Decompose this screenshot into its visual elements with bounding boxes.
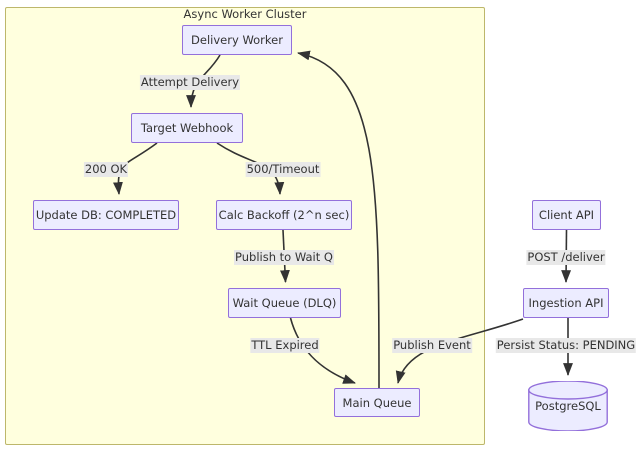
node-label: Ingestion API	[528, 296, 604, 310]
node-label: Update DB: COMPLETED	[35, 208, 177, 222]
node-target-webhook[interactable]: Target Webhook	[131, 113, 243, 143]
node-delivery-worker[interactable]: Delivery Worker	[182, 25, 292, 55]
node-label: Wait Queue (DLQ)	[232, 296, 337, 310]
edge-label-client-to-ingestion: POST /deliver	[526, 250, 606, 265]
node-label: PostgreSQL	[535, 399, 601, 413]
cluster-title: Async Worker Cluster	[183, 7, 307, 21]
node-postgresql[interactable]: PostgreSQL	[528, 381, 608, 431]
node-label: Delivery Worker	[191, 33, 283, 47]
edge-label-ingestion-to-mainq: Publish Event	[392, 338, 472, 353]
node-update-db[interactable]: Update DB: COMPLETED	[33, 200, 179, 230]
edge-label-backoff-to-waitq: Publish to Wait Q	[234, 250, 334, 265]
edge-label-ingestion-to-pg: Persist Status: PENDING	[495, 338, 637, 353]
cylinder-shape	[528, 381, 608, 431]
edge-label-waitq-to-mainq: TTL Expired	[250, 338, 320, 353]
edge-label-worker-to-webhook: Attempt Delivery	[139, 75, 241, 90]
node-label: Calc Backoff (2^n sec)	[218, 208, 350, 222]
node-main-queue[interactable]: Main Queue	[334, 388, 420, 417]
node-label: Main Queue	[342, 395, 412, 410]
edge-label-webhook-to-backoff: 500/Timeout	[245, 162, 321, 177]
node-label: Target Webhook	[140, 121, 234, 135]
node-calc-backoff[interactable]: Calc Backoff (2^n sec)	[216, 200, 352, 230]
node-client-api[interactable]: Client API	[532, 200, 601, 230]
edge-label-webhook-to-updatedb: 200 OK	[83, 162, 129, 177]
node-wait-queue[interactable]: Wait Queue (DLQ)	[228, 288, 341, 318]
node-ingestion-api[interactable]: Ingestion API	[523, 288, 609, 318]
node-label: Client API	[538, 208, 595, 222]
